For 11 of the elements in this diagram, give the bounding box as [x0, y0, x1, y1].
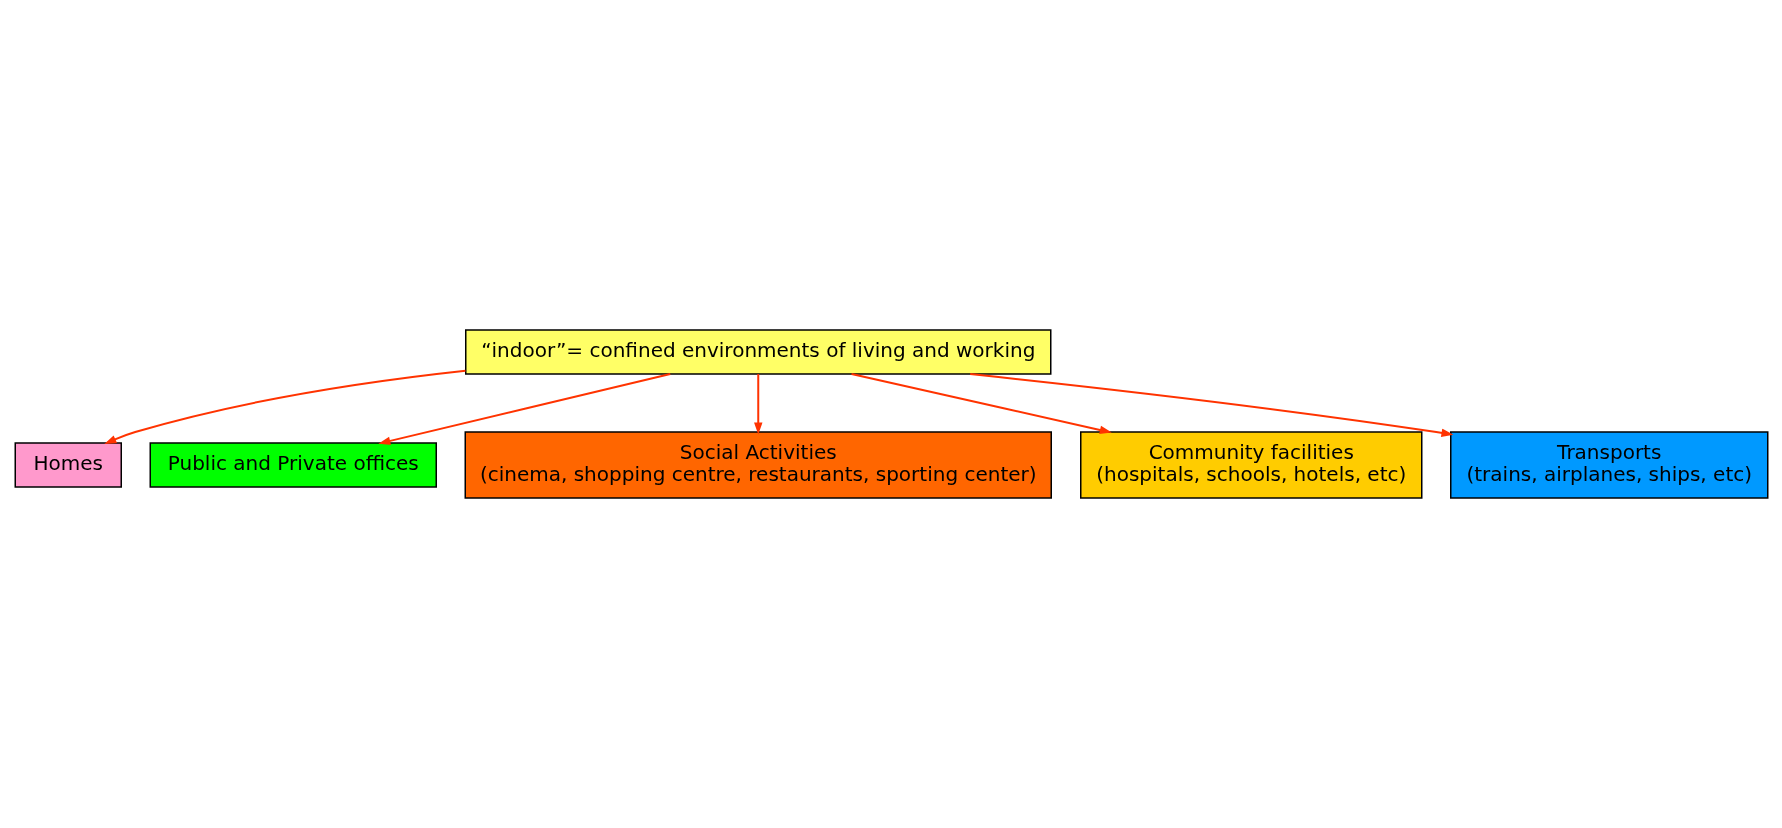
node-box: Transports (trains, airplanes, ships, etc) [1449, 431, 1768, 499]
arrow [968, 373, 1453, 437]
arrow [377, 373, 671, 445]
arrow [753, 373, 762, 435]
node-box: Community facilities (hospitals, schools, hotels, etc) [1079, 431, 1422, 499]
node-box: Public and Private offices [149, 442, 437, 488]
node-box: “indoor”= confined environments of living and working [464, 329, 1051, 375]
arrow [850, 373, 1112, 435]
node-box: Homes [14, 442, 122, 488]
arrow [103, 369, 466, 445]
node-box: Social Activities (cinema, shopping centre, restaurants, sporting center) [464, 431, 1052, 499]
